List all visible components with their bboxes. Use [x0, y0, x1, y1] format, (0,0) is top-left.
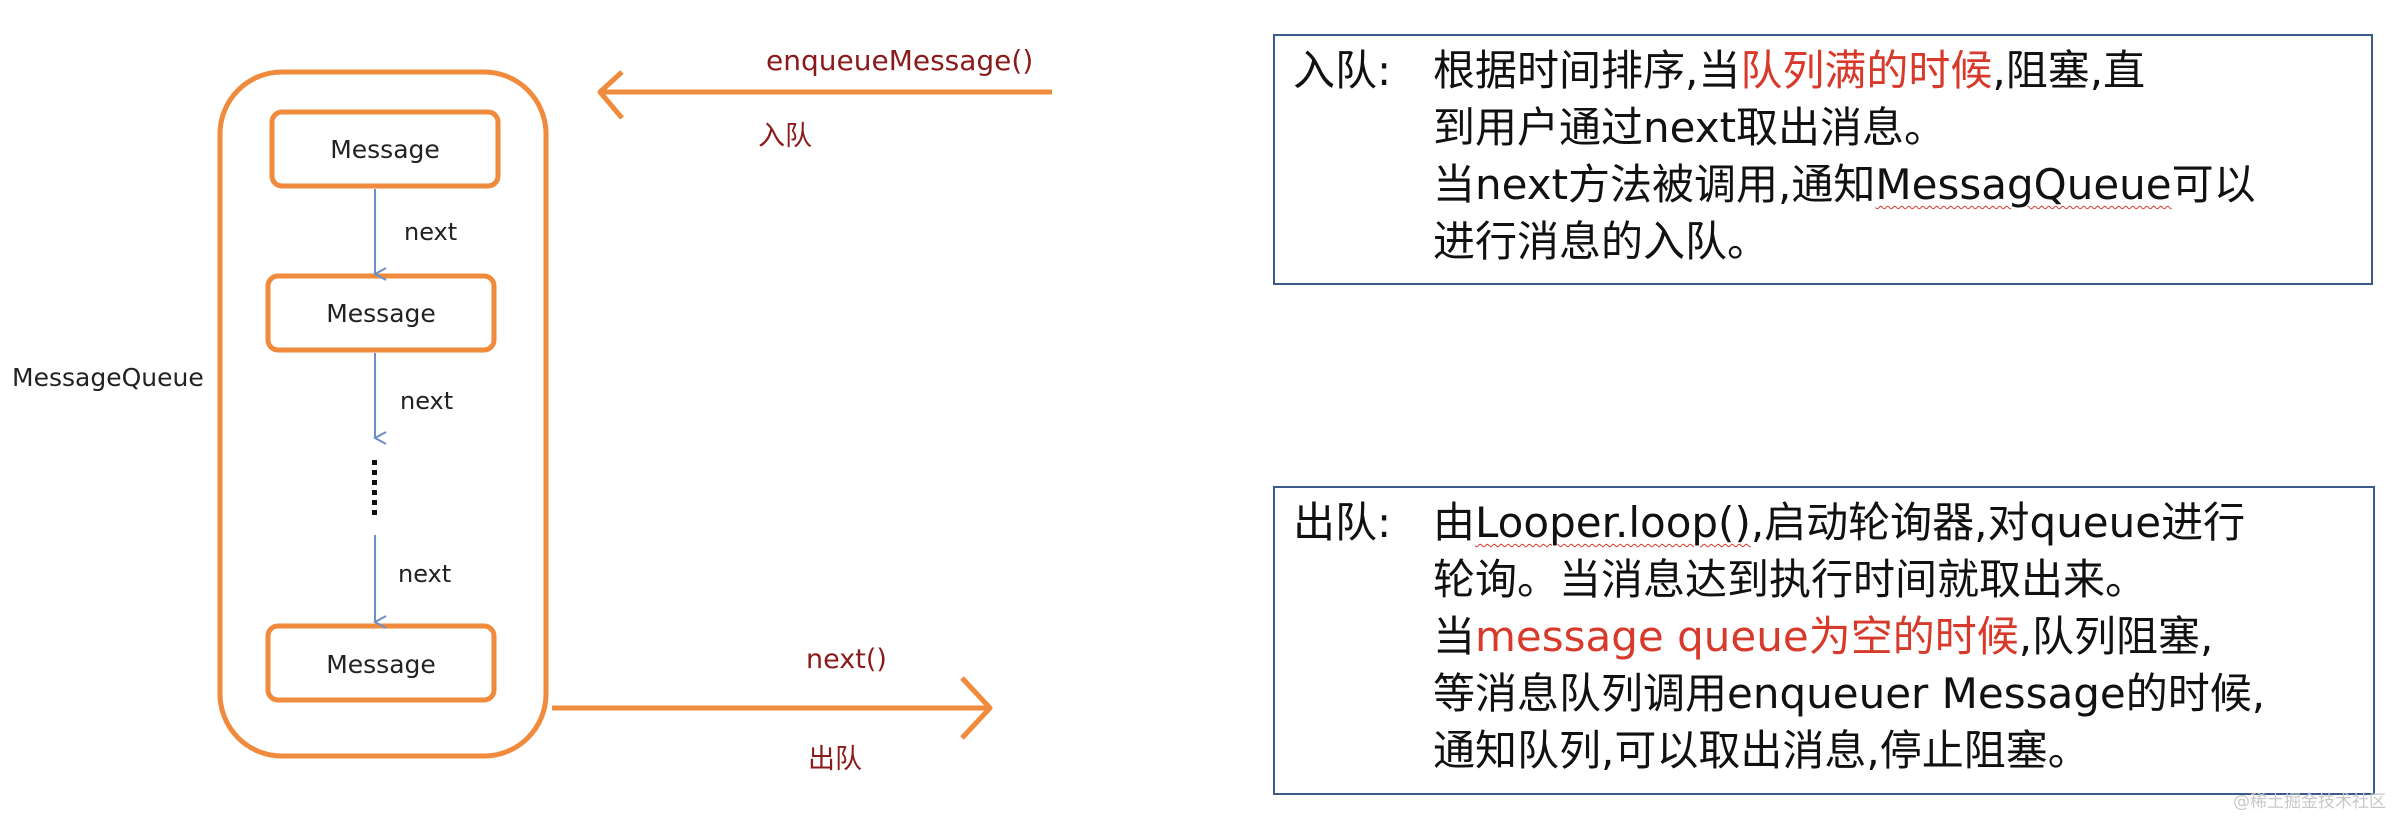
message-box-1: Message	[269, 109, 501, 189]
dequeue-note-line-1: 由Looper.loop(),启动轮询器,对queue进行	[1433, 494, 2355, 551]
message-label: Message	[326, 299, 436, 328]
dequeue-note-line-3: 当message queue为空的时候,队列阻塞,	[1433, 608, 2355, 665]
watermark: @稀土掘金技术社区	[2233, 792, 2386, 812]
message-queue-container	[217, 69, 549, 759]
enqueue-note-box: 入队: 根据时间排序,当队列满的时候,阻塞,直 到用户通过next取出消息。 当…	[1273, 34, 2373, 285]
enqueue-call-label: enqueueMessage()	[766, 44, 1033, 77]
enqueue-caption: 入队	[758, 121, 812, 152]
queue-label: MessageQueue	[12, 363, 204, 392]
message-label: Message	[330, 135, 440, 164]
dequeue-call-label: next()	[806, 644, 887, 675]
dequeue-note-line-4: 等消息队列调用enqueuer Message的时候,	[1433, 669, 2266, 718]
highlight-text: 队列满的时候	[1740, 46, 1993, 95]
enqueue-note-line-2: 到用户通过next取出消息。	[1433, 103, 1947, 152]
message-label: Message	[326, 650, 436, 679]
next-label-3: next	[398, 560, 451, 588]
text-segment: ,阻塞,直	[1992, 46, 2146, 95]
enqueue-note-body: 根据时间排序,当队列满的时候,阻塞,直 到用户通过next取出消息。 当next…	[1433, 42, 2353, 270]
message-box-2: Message	[265, 273, 497, 353]
enqueue-note-line-1: 根据时间排序,当队列满的时候,阻塞,直	[1433, 42, 2353, 99]
spellcheck-text: Looper.loop()	[1475, 498, 1751, 547]
text-segment: 可以	[2171, 160, 2256, 209]
enqueue-arrow	[597, 70, 1052, 120]
enqueue-note-line-3: 当next方法被调用,通知MessagQueue可以	[1433, 156, 2353, 213]
text-segment: 当next方法被调用,通知	[1433, 160, 1876, 209]
spellcheck-text: MessagQueue	[1875, 160, 2172, 209]
dequeue-note-line-5: 通知队列,可以取出消息,停止阻塞。	[1433, 726, 2090, 775]
dequeue-note-heading: 出队:	[1293, 498, 1392, 547]
text-segment: 根据时间排序,当	[1433, 46, 1741, 95]
next-label-2: next	[400, 387, 453, 415]
enqueue-note-line-4: 进行消息的入队。	[1433, 217, 1770, 266]
ellipsis-dots	[372, 460, 377, 515]
dequeue-note-box: 出队: 由Looper.loop(),启动轮询器,对queue进行 轮询。当消息…	[1273, 486, 2375, 795]
dequeue-note-line-2: 轮询。当消息达到执行时间就取出来。	[1433, 555, 2148, 604]
enqueue-note-heading: 入队:	[1293, 46, 1392, 95]
text-segment: ,队列阻塞,	[2018, 612, 2214, 661]
text-segment: 由	[1433, 498, 1476, 547]
message-box-3: Message	[265, 623, 497, 703]
next-label-1: next	[404, 218, 457, 246]
text-segment: ,启动轮询器,对queue进行	[1750, 498, 2246, 547]
dequeue-caption: 出队	[808, 744, 862, 775]
highlight-text: message queue为空的时候	[1475, 612, 2019, 661]
dequeue-arrow	[552, 676, 993, 740]
message-queue-diagram: MessageQueue Message Message Message nex…	[12, 44, 1052, 775]
dequeue-note-body: 由Looper.loop(),启动轮询器,对queue进行 轮询。当消息达到执行…	[1433, 494, 2355, 779]
text-segment: 当	[1433, 612, 1476, 661]
